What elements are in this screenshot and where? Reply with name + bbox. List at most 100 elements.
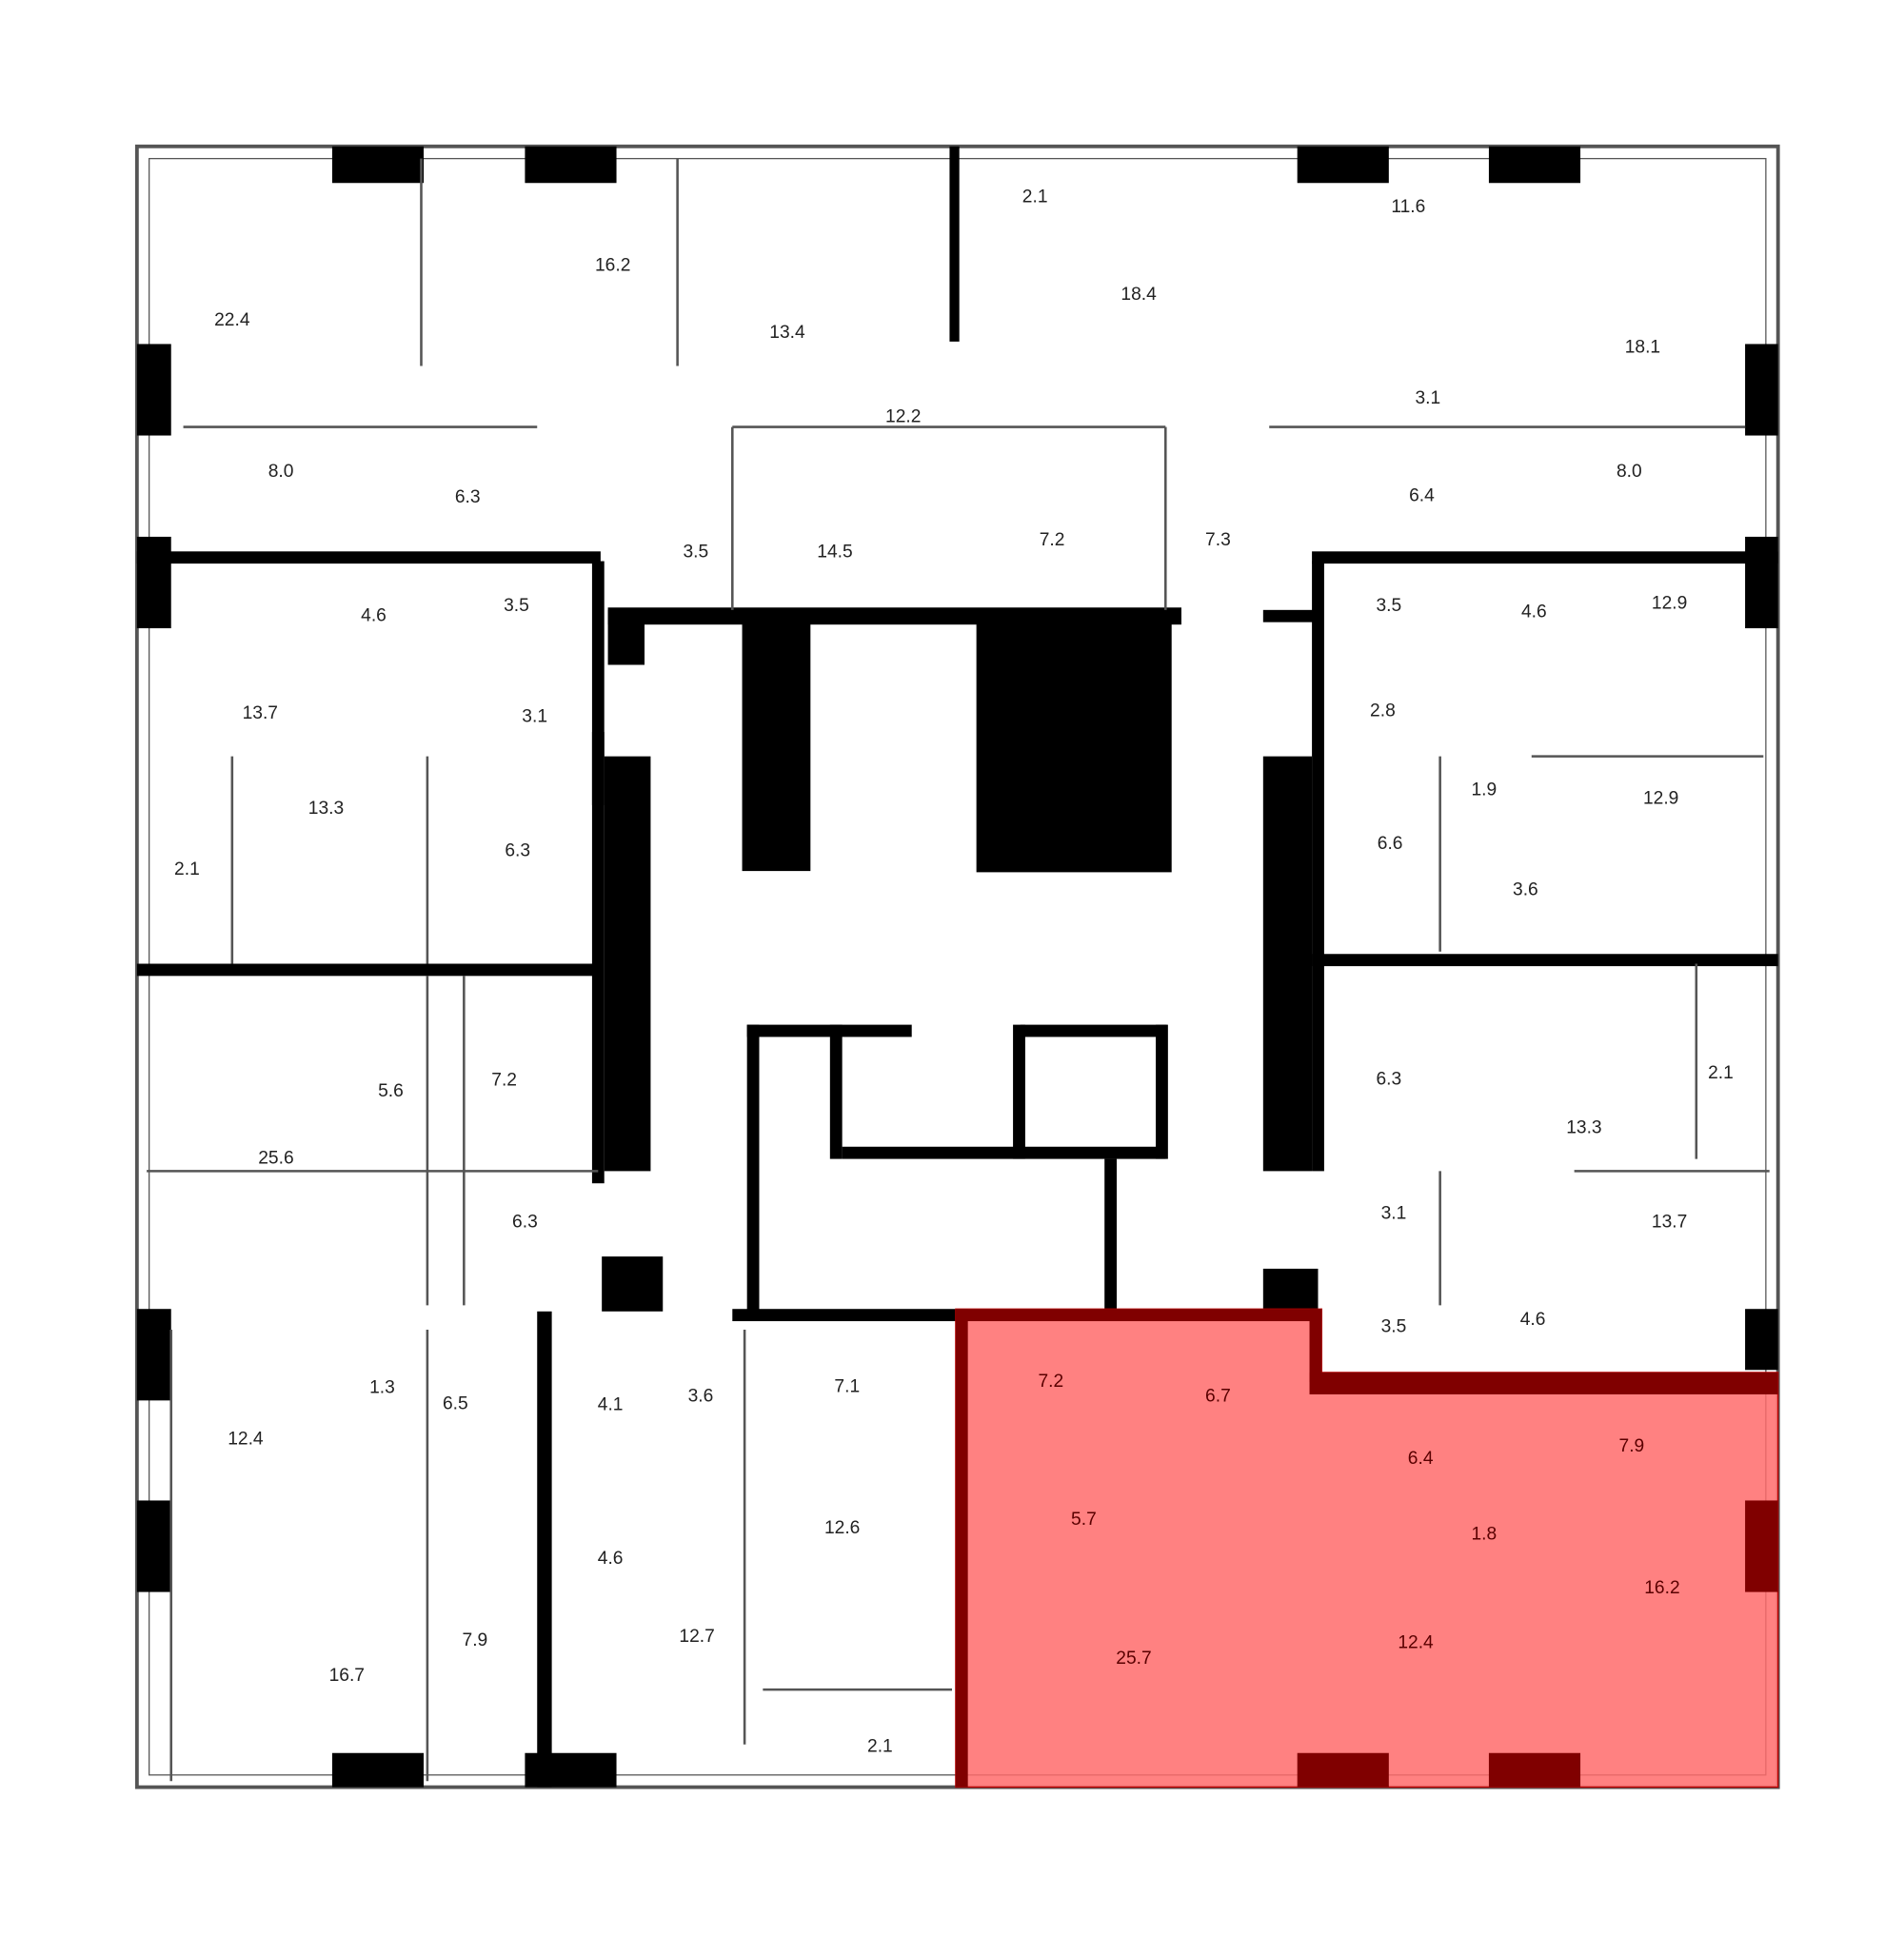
selected-wall <box>955 1309 968 1788</box>
wall <box>1020 1024 1167 1037</box>
room-area-label: 3.5 <box>1376 596 1401 616</box>
wall <box>1297 146 1389 184</box>
selected-apartment-walls <box>955 1309 1778 1788</box>
wall <box>136 536 171 629</box>
room-area-label: 6.3 <box>512 1212 538 1232</box>
room-area-label: 22.4 <box>214 310 250 330</box>
room-area-label: 3.1 <box>1415 388 1440 408</box>
wall <box>331 146 425 184</box>
selected-room-area-label: 16.2 <box>1644 1578 1679 1598</box>
wall <box>829 1024 843 1159</box>
selected-wall <box>1488 1752 1581 1788</box>
room-area-label: 12.4 <box>228 1429 264 1449</box>
wall <box>1013 1024 1025 1159</box>
room-area-label: 3.6 <box>688 1387 714 1407</box>
wall <box>1745 536 1778 629</box>
room-area-label: 3.5 <box>504 596 529 616</box>
selected-room-area-label: 7.9 <box>1619 1436 1645 1456</box>
room-area-label: 7.9 <box>463 1630 488 1650</box>
wall <box>732 1309 959 1322</box>
room-area-label: 2.1 <box>867 1736 893 1756</box>
selected-wall <box>1297 1752 1389 1788</box>
selected-room-labels: 7.26.76.47.95.71.816.212.425.7 <box>1038 1372 1679 1669</box>
room-area-label: 11.6 <box>1391 197 1425 217</box>
room-area-label: 2.1 <box>174 859 200 879</box>
wall <box>1312 551 1778 564</box>
room-area-label: 13.3 <box>308 799 344 819</box>
room-area-label: 6.3 <box>505 841 530 861</box>
room-area-label: 6.3 <box>1376 1069 1401 1089</box>
room-area-label: 6.4 <box>1409 486 1435 506</box>
wall <box>537 1311 552 1788</box>
wall <box>136 551 601 564</box>
room-area-label: 2.8 <box>1370 701 1396 721</box>
wall <box>1312 954 1778 967</box>
room-area-label: 4.6 <box>598 1549 624 1569</box>
room-area-label: 1.9 <box>1471 780 1497 800</box>
selected-wall <box>1309 1309 1322 1383</box>
selected-room-area-label: 1.8 <box>1471 1524 1497 1544</box>
room-area-label: 13.3 <box>1566 1118 1601 1138</box>
wall <box>949 146 960 342</box>
wall <box>331 1752 425 1788</box>
room-area-label: 4.1 <box>598 1395 624 1415</box>
wall <box>742 609 811 872</box>
room-area-label: 12.9 <box>1652 594 1687 614</box>
wall <box>746 1024 760 1318</box>
room-area-label: 7.1 <box>834 1376 860 1396</box>
selected-room-area-label: 6.4 <box>1408 1449 1434 1469</box>
room-area-label: 3.6 <box>1513 880 1538 900</box>
room-area-label: 4.6 <box>361 605 387 625</box>
wall <box>607 609 645 665</box>
wall <box>525 146 617 184</box>
wall <box>602 1256 664 1312</box>
room-area-label: 12.7 <box>679 1627 714 1647</box>
room-area-label: 18.1 <box>1625 337 1660 357</box>
room-area-label: 16.7 <box>329 1666 365 1686</box>
room-area-label: 13.7 <box>243 703 278 723</box>
selected-wall <box>1309 1372 1778 1394</box>
room-area-label: 6.6 <box>1378 834 1403 854</box>
room-area-label: 5.6 <box>378 1081 404 1101</box>
room-area-label: 3.5 <box>1381 1317 1407 1337</box>
room-area-label: 4.6 <box>1521 602 1547 622</box>
room-area-label: 13.4 <box>769 323 805 343</box>
room-area-label: 2.1 <box>1708 1063 1734 1083</box>
room-labels: 22.4 16.2 13.4 2.1 18.4 11.6 18.1 12.2 8.0 6.3 3.5… <box>174 188 1734 1757</box>
room-area-label: 3.1 <box>1381 1203 1407 1223</box>
room-area-label: 7.2 <box>491 1071 517 1091</box>
wall <box>1104 1158 1118 1312</box>
selected-room-area-label: 25.7 <box>1116 1649 1151 1669</box>
wall <box>591 731 605 1184</box>
wall <box>1312 561 1324 1172</box>
wall <box>604 756 651 1172</box>
selected-room-area-label: 5.7 <box>1071 1510 1097 1530</box>
wall <box>1262 756 1313 1172</box>
wall <box>136 1500 171 1592</box>
wall <box>136 344 171 436</box>
room-area-label: 13.7 <box>1652 1212 1687 1232</box>
wall <box>1488 146 1581 184</box>
room-area-label: 12.2 <box>885 406 921 426</box>
selected-wall <box>955 1309 1322 1322</box>
room-area-label: 2.1 <box>1022 188 1048 207</box>
wall <box>842 1146 1166 1159</box>
selected-room-area-label: 12.4 <box>1398 1632 1434 1652</box>
room-area-label: 12.6 <box>824 1518 860 1538</box>
room-area-label: 8.0 <box>268 462 294 482</box>
room-area-label: 7.3 <box>1205 530 1231 550</box>
room-area-label: 4.6 <box>1520 1310 1546 1330</box>
wall <box>1156 1024 1168 1159</box>
room-area-label: 25.6 <box>258 1149 293 1169</box>
wall <box>1745 1309 1778 1371</box>
room-area-label: 14.5 <box>817 543 852 563</box>
room-area-label: 18.4 <box>1121 285 1157 305</box>
room-area-label: 3.5 <box>683 543 708 563</box>
room-area-label: 7.2 <box>1040 530 1065 550</box>
room-area-label: 3.1 <box>522 707 547 727</box>
wall <box>1745 344 1778 436</box>
room-area-label: 12.9 <box>1643 789 1678 809</box>
selected-wall <box>1745 1500 1778 1592</box>
room-area-label: 6.3 <box>455 487 481 507</box>
